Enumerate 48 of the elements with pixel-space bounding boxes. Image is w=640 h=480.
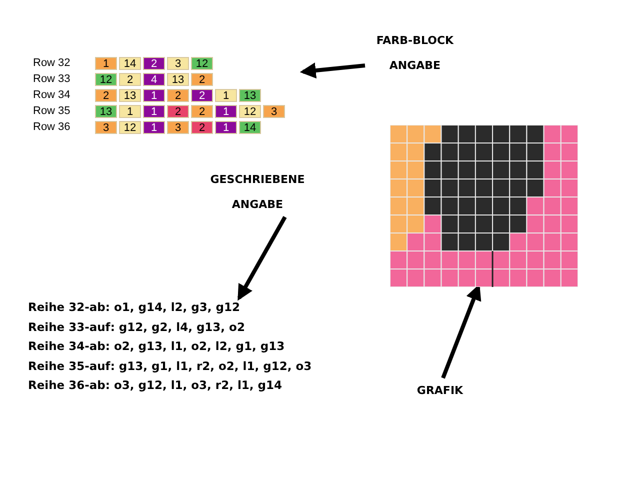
instruction-line: Reihe 36-ab: o3, g12, l1, o3, r2, l1, g14 [28,377,284,394]
color-cell: 12 [191,56,213,70]
color-cell: 1 [143,104,165,118]
color-cell: 12 [239,104,261,118]
row-label: Row 34 [33,89,72,101]
row-label: Row 32 [33,57,72,69]
color-cell: 2 [143,56,165,70]
instruction-line: Reihe 33-auf: g12, g2, l4, g13, o2 [28,318,246,336]
heading-label: GESCHRIEBENE ANGABE [195,167,320,217]
color-cell: 12 [95,72,117,86]
color-cell: 4 [143,72,165,86]
arrow [237,216,287,301]
color-cell: 2 [191,120,213,134]
color-cell: 2 [119,72,141,86]
row-label: Row 35 [33,105,72,117]
color-cell: 1 [215,120,237,134]
color-cell: 3 [263,104,285,118]
row-label: Row 33 [33,73,72,85]
color-cell: 1 [143,120,165,134]
instruction-line: Reihe 34-ab: o2, g13, l1, o2, l2, g1, g13 [28,338,286,355]
color-cell: 2 [167,88,189,102]
color-cell: 13 [239,88,261,102]
color-cell: 2 [191,72,213,86]
color-cell: 13 [167,72,189,86]
color-cell: 1 [143,88,165,102]
color-cell: 2 [95,88,117,102]
pixel-grid-drawing [390,125,578,287]
color-cell: 1 [215,88,237,102]
color-cell: 14 [119,56,141,70]
row-label: Row 36 [33,121,72,133]
color-cell: 3 [95,120,117,134]
color-cell: 2 [191,88,213,102]
color-cell: 2 [191,104,213,118]
color-cell: 14 [239,120,261,134]
color-cell: 13 [95,104,117,118]
heading-label: FARB-BLOCK ANGABE [365,28,465,78]
color-cell: 12 [119,120,141,134]
heading-label: GRAFIK [410,378,470,400]
color-cell: 13 [119,88,141,102]
color-cell: 3 [167,120,189,134]
color-cell: 1 [215,104,237,118]
color-cell: 1 [119,104,141,118]
instruction-line: Reihe 32-ab: o1, g14, l2, g3, g12 [28,299,241,316]
color-cell: 3 [167,56,189,70]
color-cell: 1 [95,56,117,70]
arrow [300,62,366,78]
color-cell: 2 [167,104,189,118]
instruction-line: Reihe 35-auf: g13, g1, l1, r2, o2, l1, g12, o3 [28,358,313,374]
